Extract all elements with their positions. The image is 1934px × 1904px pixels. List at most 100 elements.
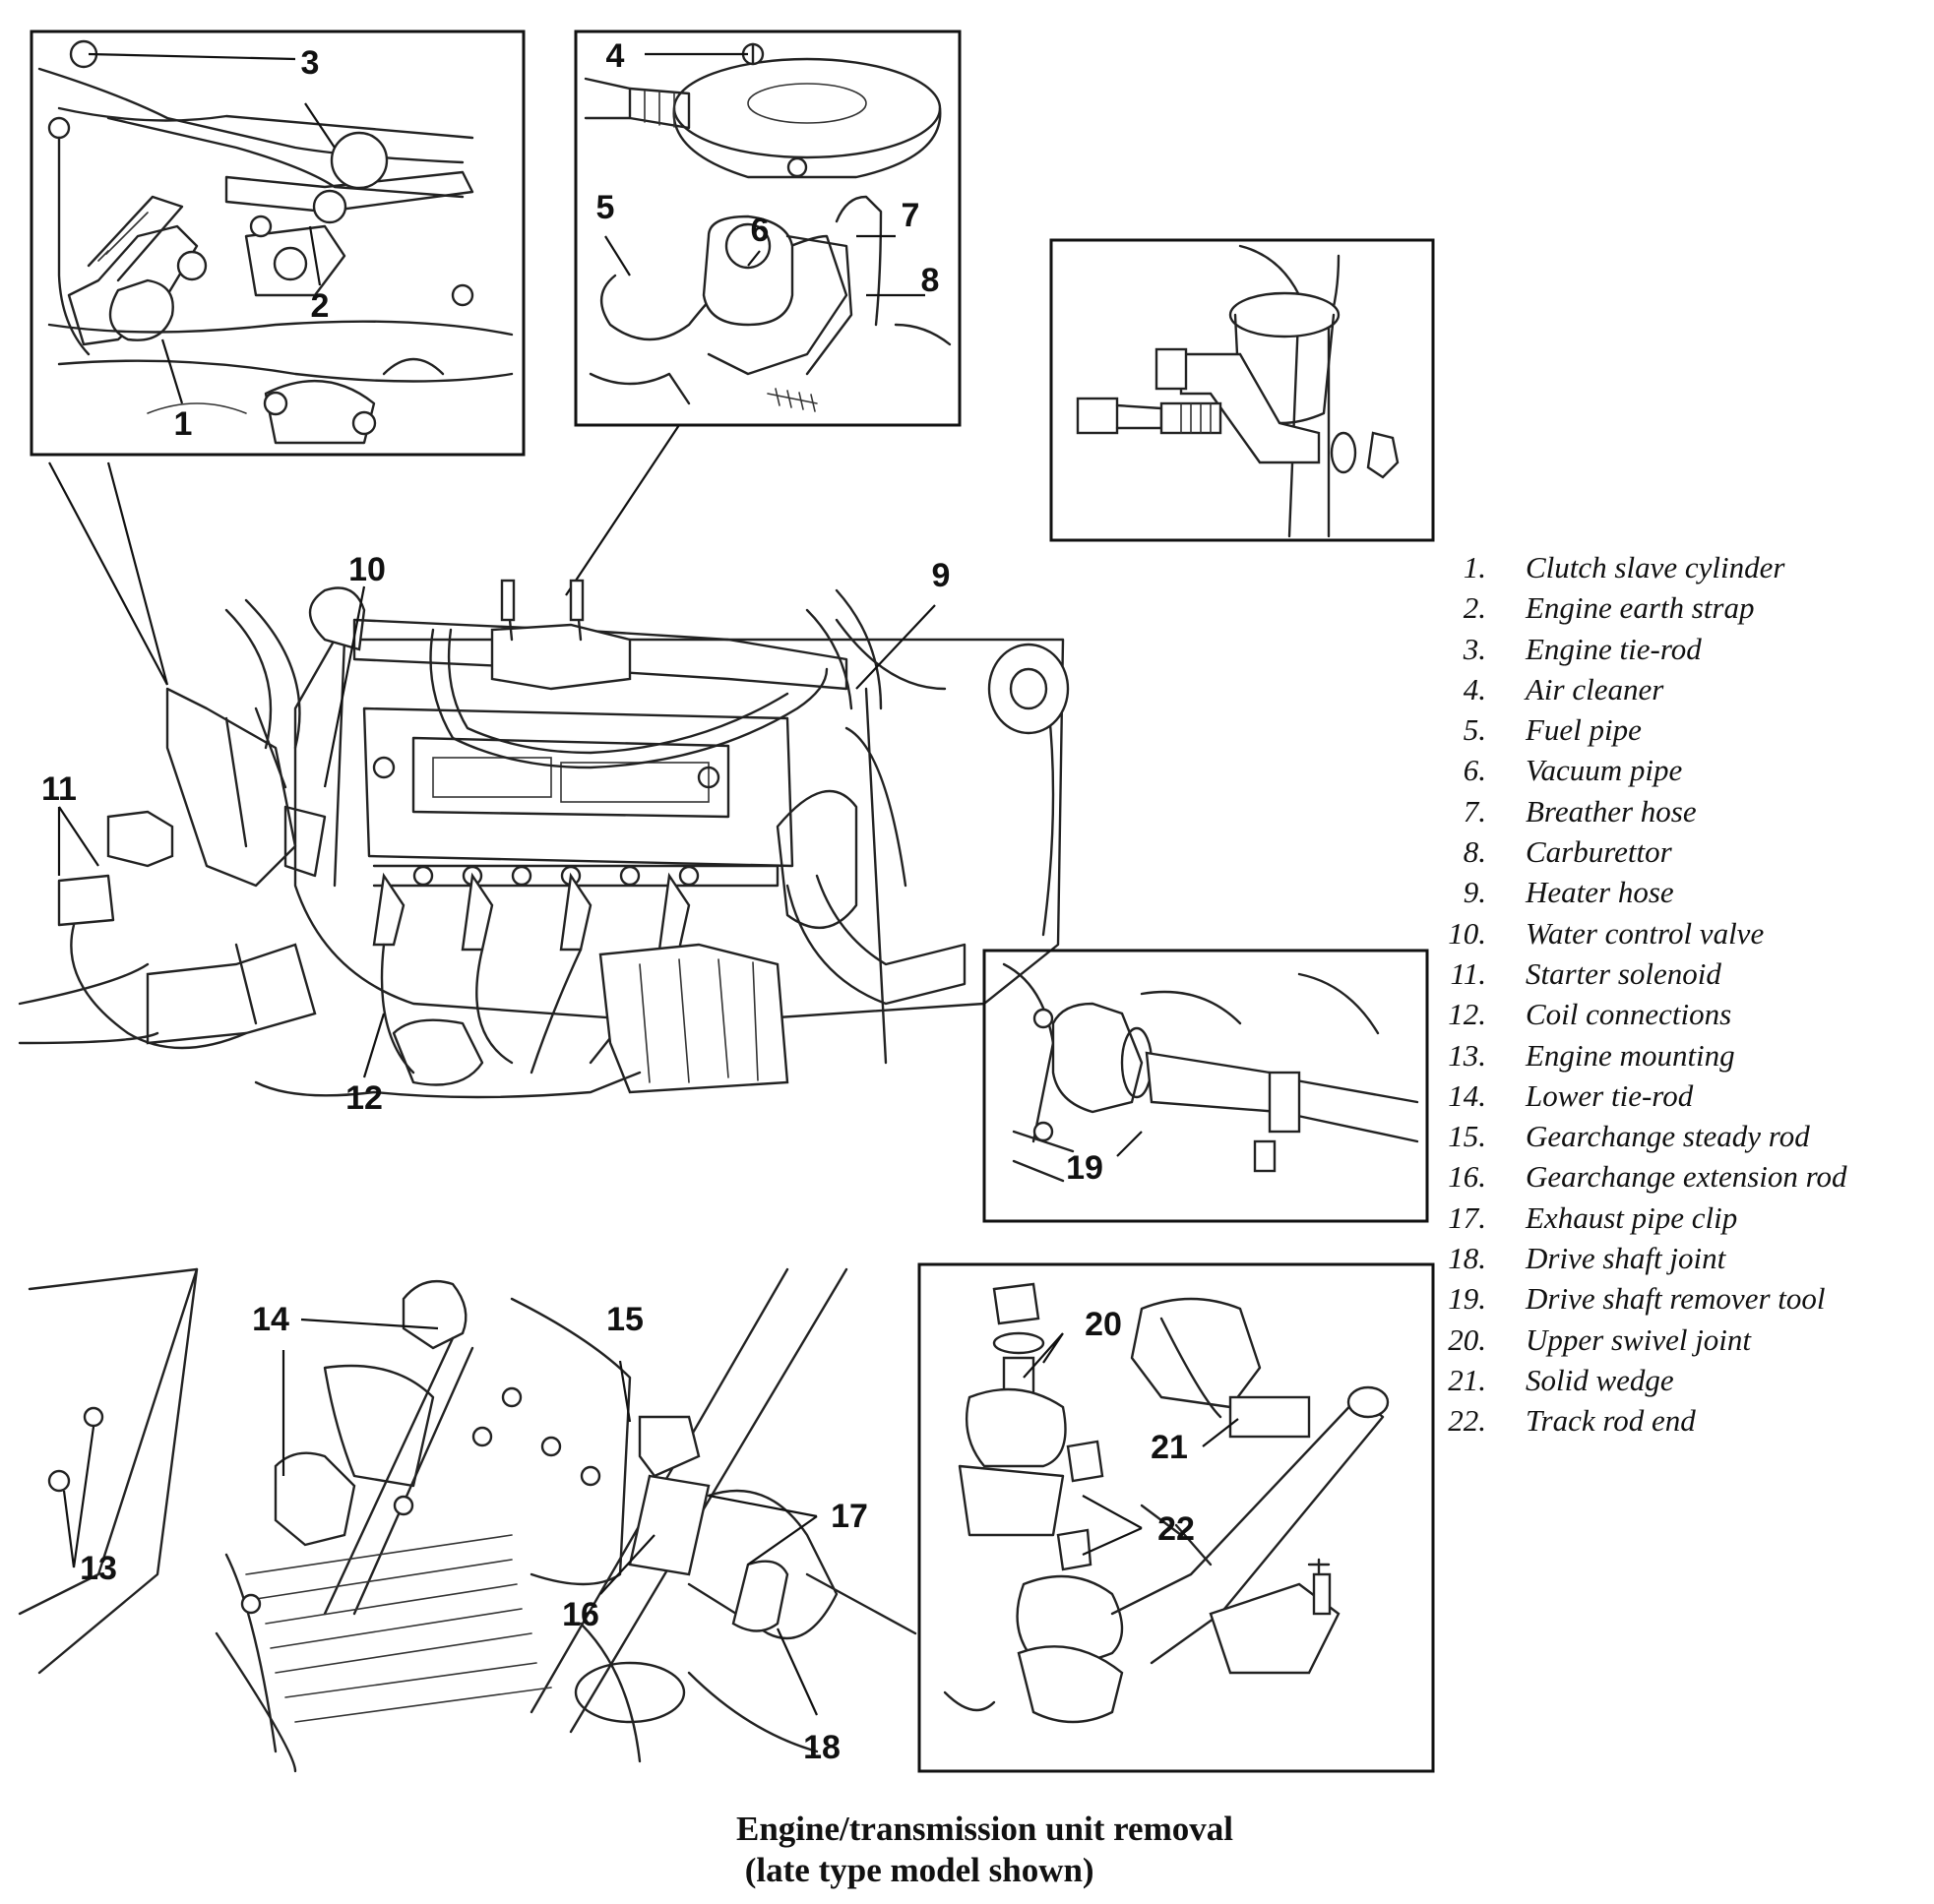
legend-number: 21. — [1448, 1362, 1486, 1397]
leader-5 — [604, 235, 631, 276]
caption-line-1: Engine/transmission unit removal — [736, 1810, 1233, 1848]
inset-clutch-tie-rod — [30, 30, 526, 457]
legend-number: 1. — [1463, 550, 1486, 584]
legend-text: Upper swivel joint — [1526, 1321, 1752, 1357]
legend-number: 18. — [1448, 1241, 1486, 1276]
lower-underside-view — [18, 1267, 917, 1773]
leader-2 — [308, 225, 322, 286]
legend-item: 17. Exhaust pipe clip — [1417, 1198, 1929, 1238]
legend-text: Drive shaft remover tool — [1526, 1281, 1826, 1317]
leader-6 — [747, 250, 761, 267]
legend-item: 2. Engine earth strap — [1417, 587, 1929, 628]
legend-text: Breather hose — [1526, 793, 1697, 829]
callout-6: 6 — [751, 212, 770, 249]
inset-frame — [982, 949, 1429, 1223]
legend-item: 4. Air cleaner — [1417, 669, 1929, 709]
legend-number: 9. — [1463, 875, 1486, 910]
callout-17: 17 — [831, 1498, 868, 1535]
swivel-leaders — [1023, 1332, 1239, 1557]
inset-clamp-bolt — [1049, 238, 1435, 542]
leader-12 — [362, 1013, 386, 1078]
legend-text: Engine earth strap — [1526, 590, 1755, 626]
legend-text: Clutch slave cylinder — [1526, 550, 1785, 584]
legend-item: 15. Gearchange steady rod — [1417, 1116, 1929, 1156]
legend-item: 16. Gearchange extension rod — [1417, 1156, 1929, 1197]
legend-item: 6. Vacuum pipe — [1417, 750, 1929, 790]
legend-text: Solid wedge — [1526, 1362, 1674, 1397]
legend-number: 11. — [1450, 955, 1486, 991]
callout-8: 8 — [921, 262, 940, 299]
inset-swivel-track-rod — [917, 1262, 1435, 1773]
legend-item: 9. Heater hose — [1417, 872, 1929, 912]
callout-13: 13 — [80, 1550, 117, 1587]
legend-number: 2. — [1463, 590, 1486, 626]
legend-item: 3. Engine tie-rod — [1417, 629, 1929, 669]
legend-item: 14. Lower tie-rod — [1417, 1075, 1929, 1116]
callout-2: 2 — [311, 287, 330, 325]
inset-carburettor — [574, 30, 962, 427]
legend-text: Coil connections — [1526, 997, 1732, 1032]
inset-frame — [1049, 238, 1435, 542]
callout-16: 16 — [562, 1596, 599, 1633]
legend-text: Heater hose — [1526, 875, 1674, 910]
legend-number: 13. — [1448, 1037, 1486, 1073]
legend-item: 7.Breather hose — [1417, 791, 1929, 831]
leader-19 — [1116, 1131, 1143, 1157]
callout-labels: 3 2 1 4 5 6 7 8 9 10 11 12 13 14 15 16 1… — [41, 37, 1195, 1766]
legend-item: 11. Starter solenoid — [1417, 953, 1929, 994]
legend-text: Air cleaner — [1526, 671, 1664, 706]
inset-frame — [574, 30, 962, 427]
callout-9: 9 — [932, 557, 951, 594]
legend-item: 22.Track rod end — [1417, 1400, 1929, 1441]
legend-item: 21. Solid wedge — [1417, 1360, 1929, 1400]
legend-number: 22. — [1448, 1403, 1486, 1439]
legend-number: 4. — [1463, 671, 1486, 706]
callout-1: 1 — [174, 405, 193, 443]
callout-7: 7 — [902, 197, 920, 234]
leader-1 — [160, 338, 184, 404]
leader-11 — [57, 806, 99, 876]
legend-number: 12. — [1448, 997, 1486, 1032]
legend-text: Lower tie-rod — [1526, 1077, 1694, 1113]
legend-number: 6. — [1463, 753, 1486, 788]
legend-number: 14. — [1448, 1077, 1486, 1113]
parts-legend: 1. Clutch slave cylinder 2. Engine earth s… — [1417, 547, 1929, 1442]
legend-number: 3. — [1463, 631, 1486, 666]
callout-20: 20 — [1085, 1306, 1122, 1343]
legend-number: 15. — [1448, 1119, 1486, 1154]
legend-number: 8. — [1463, 834, 1486, 870]
legend-item: 19. Drive shaft remover tool — [1417, 1278, 1929, 1319]
callout-22: 22 — [1157, 1510, 1195, 1548]
callout-12: 12 — [345, 1079, 383, 1117]
legend-number: 16. — [1448, 1159, 1486, 1195]
legend-text: Starter solenoid — [1526, 955, 1721, 991]
legend-item: 13. Engine mounting — [1417, 1035, 1929, 1075]
legend-item: 1. Clutch slave cylinder — [1417, 547, 1929, 587]
legend-item: 12. Coil connections — [1417, 994, 1929, 1034]
legend-number: 10. — [1448, 915, 1486, 951]
legend-text: Water control valve — [1526, 915, 1765, 951]
leader-10 — [323, 585, 366, 788]
legend-number: 17. — [1448, 1199, 1486, 1235]
callout-10: 10 — [348, 551, 386, 588]
inset-drive-shaft-tool — [982, 949, 1429, 1223]
legend-text: Engine mounting — [1526, 1037, 1735, 1073]
callout-11: 11 — [41, 770, 77, 808]
legend-text: Carburettor — [1526, 834, 1672, 870]
legend-text: Engine tie-rod — [1526, 631, 1702, 666]
legend-text: Gearchange extension rod — [1526, 1159, 1847, 1195]
legend-item: 18.Drive shaft joint — [1417, 1238, 1929, 1278]
main-engine-view — [18, 424, 1070, 1099]
callout-3: 3 — [301, 44, 320, 82]
leader-3b — [304, 102, 336, 149]
legend-text: Fuel pipe — [1526, 712, 1642, 748]
legend-text: Gearchange steady rod — [1526, 1119, 1810, 1154]
callout-19: 19 — [1066, 1149, 1103, 1187]
legend-text: Exhaust pipe clip — [1526, 1199, 1738, 1235]
caption-line-2: (late type model shown) — [736, 1851, 1094, 1889]
callout-15: 15 — [606, 1301, 644, 1338]
legend-text: Vacuum pipe — [1526, 753, 1683, 788]
callout-5: 5 — [596, 189, 615, 226]
legend-number: 19. — [1448, 1281, 1486, 1317]
